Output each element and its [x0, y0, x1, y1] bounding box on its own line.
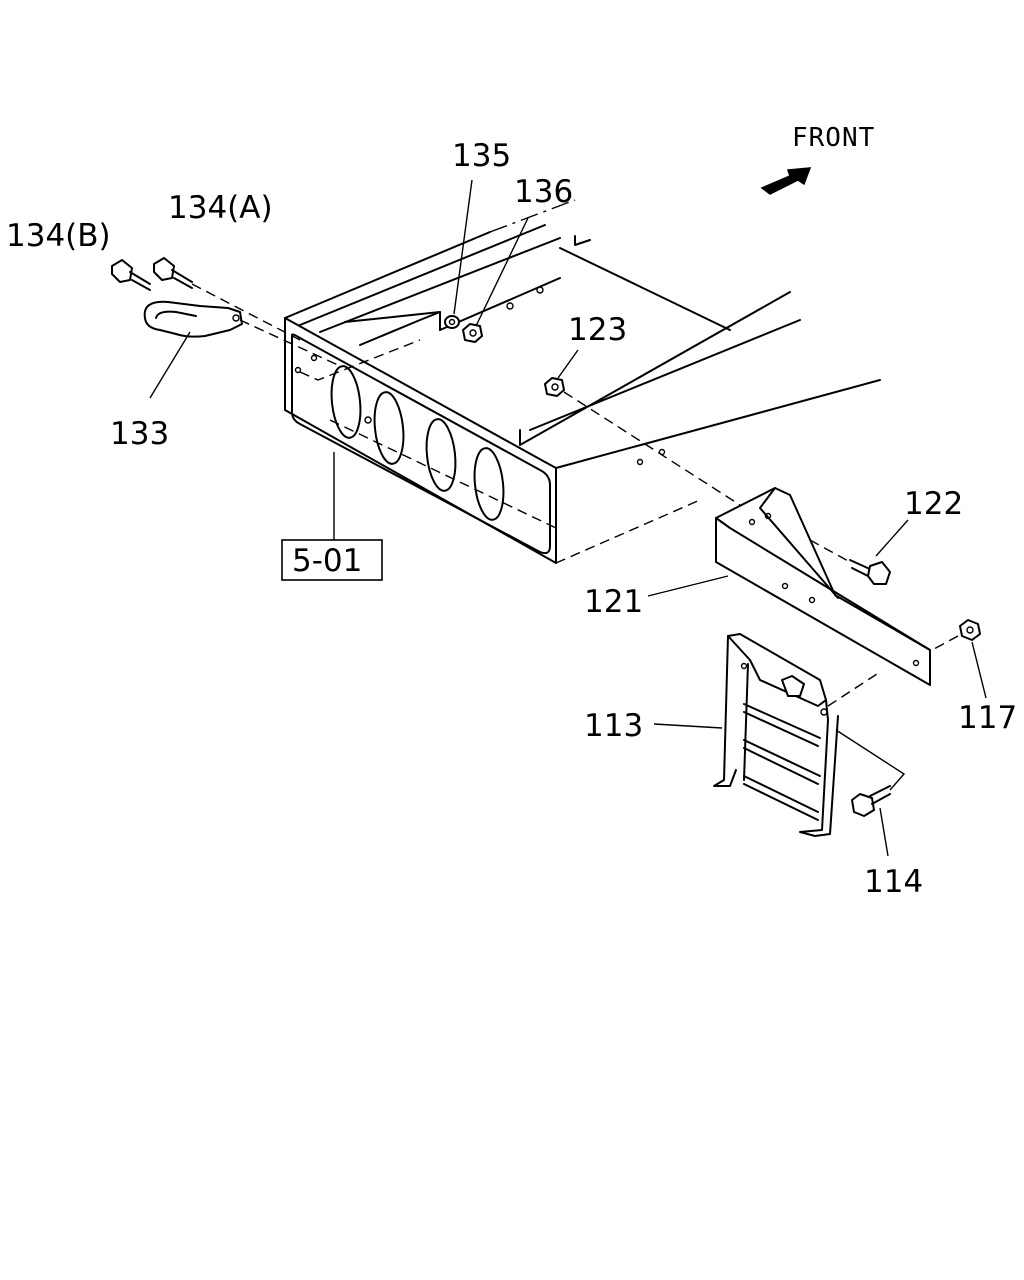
front-arrow-icon [760, 167, 812, 195]
bolt-134b [111, 259, 151, 291]
reference-box [281, 539, 383, 581]
bolt-134a [153, 257, 193, 289]
label-113: 113 [584, 708, 643, 744]
reference-label: 5-01 [292, 543, 362, 579]
label-121: 121 [584, 584, 643, 620]
label-134b: 134(B) [6, 218, 111, 254]
nut-117 [931, 619, 987, 699]
label-114: 114 [864, 864, 923, 900]
label-122: 122 [904, 486, 963, 522]
frame-rear-crossmember [284, 199, 881, 564]
label-134a: 134(A) [168, 190, 273, 226]
label-123: 123 [568, 312, 627, 348]
step-bracket-121 [647, 487, 931, 686]
washer-135 [444, 315, 460, 329]
bolt-114 [835, 729, 906, 857]
step-ladder-113 [653, 633, 881, 837]
label-136: 136 [514, 174, 573, 210]
bolt-122 [809, 519, 909, 585]
nut-123 [544, 377, 565, 397]
nut-136 [462, 323, 483, 343]
front-label: FRONT [792, 123, 875, 153]
label-133: 133 [110, 416, 169, 452]
tow-hook-assembly [111, 257, 341, 399]
label-135: 135 [452, 138, 511, 174]
reference-5-01: 5-01 [281, 452, 383, 581]
label-117: 117 [958, 700, 1017, 736]
tow-hook-133 [143, 300, 243, 338]
front-direction-indicator: FRONT [760, 123, 875, 195]
